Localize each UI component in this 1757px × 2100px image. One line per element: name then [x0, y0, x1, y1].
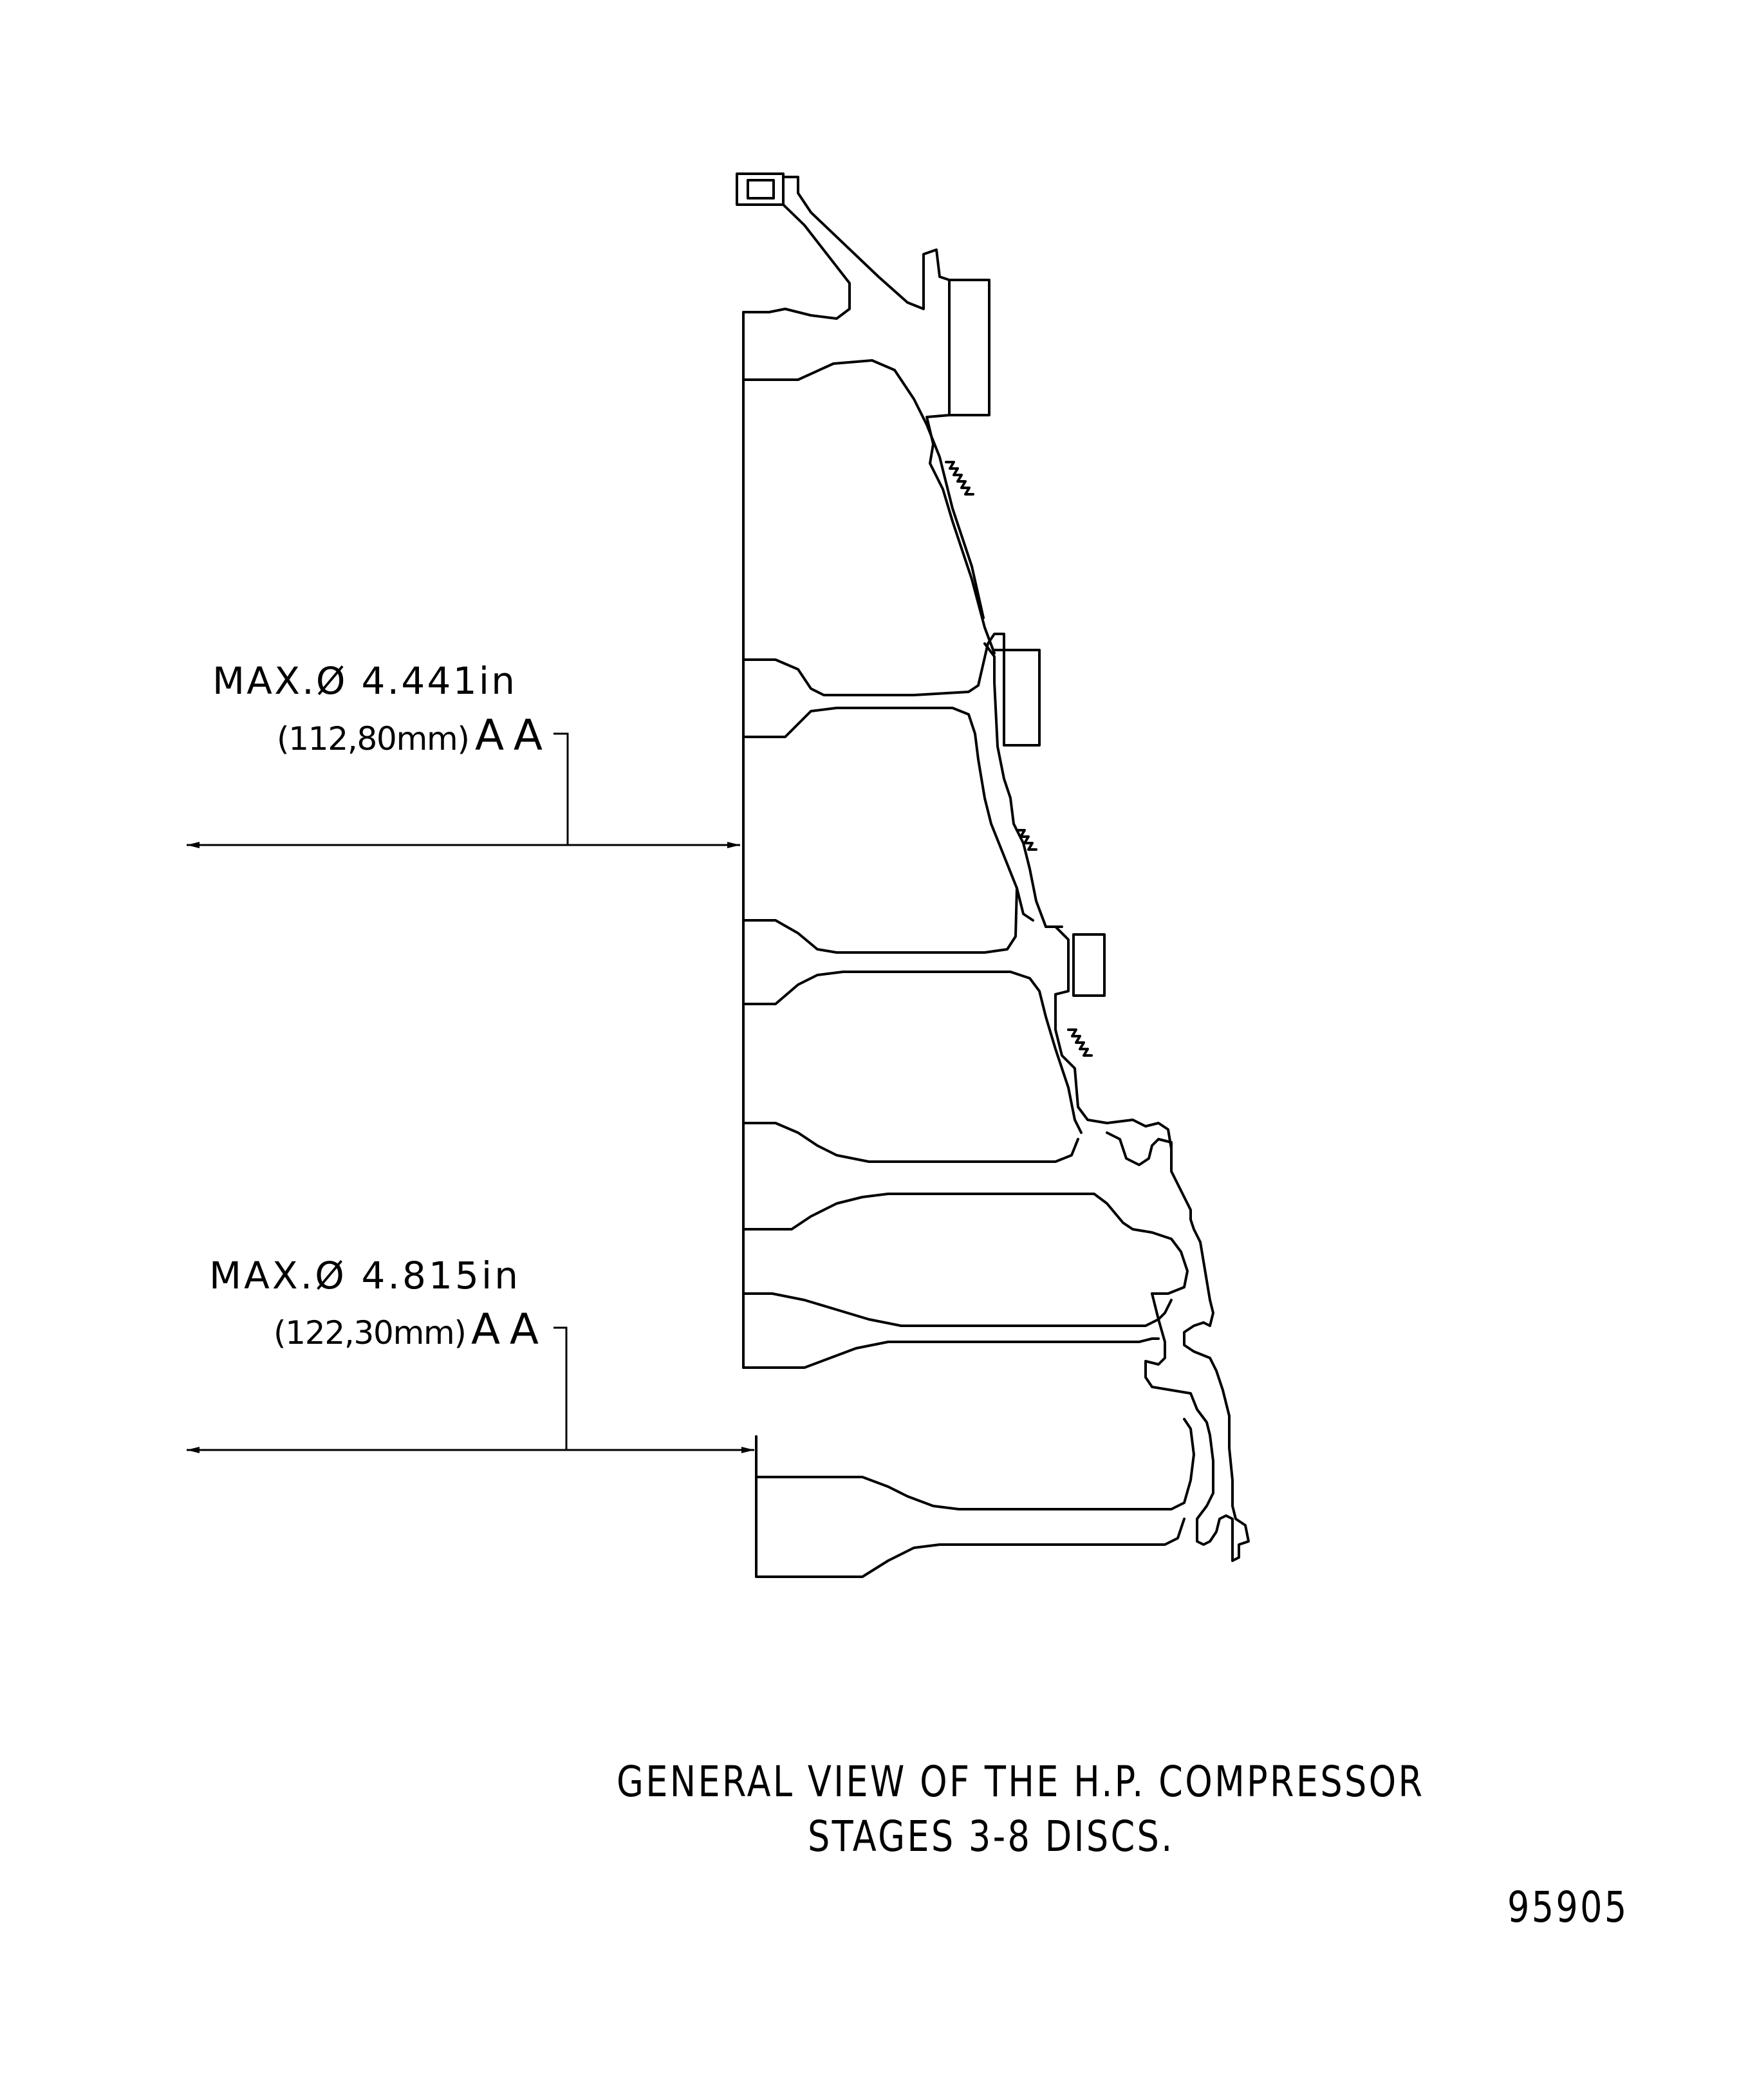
- blade-slot-stage-3: [948, 279, 990, 416]
- annotation-1-metric: (112,80mm): [277, 720, 470, 757]
- annotation-1-tag: AA: [475, 711, 543, 760]
- caption-line-2: STAGES 3-8 DISCS.: [808, 1812, 1175, 1861]
- annotation-2-tag: AA: [471, 1305, 539, 1354]
- disc-stage-7: [742, 1292, 1250, 1562]
- dimension-upper: [187, 732, 740, 848]
- disc-stage-3: [736, 172, 996, 655]
- disc-stage-8: [755, 1418, 1234, 1578]
- disc-stage-6: [742, 1122, 1214, 1327]
- dimension-lower: [187, 1326, 754, 1453]
- annotation-2-diameter: MAX.Ø 4.815in: [209, 1254, 518, 1297]
- disc-stage-4: [742, 633, 1063, 928]
- disc-stage-5: [742, 887, 1173, 1150]
- annotation-1-diameter: MAX.Ø 4.441in: [212, 659, 515, 703]
- blade-slot-stage-4: [1003, 649, 1041, 747]
- caption-line-1: GENERAL VIEW OF THE H.P. COMPRESSOR: [617, 1757, 1425, 1807]
- annotation-2-metric: (122,30mm): [274, 1314, 467, 1352]
- blade-slot-stage-5: [1072, 933, 1106, 997]
- drawing-number: 95905: [1507, 1882, 1629, 1932]
